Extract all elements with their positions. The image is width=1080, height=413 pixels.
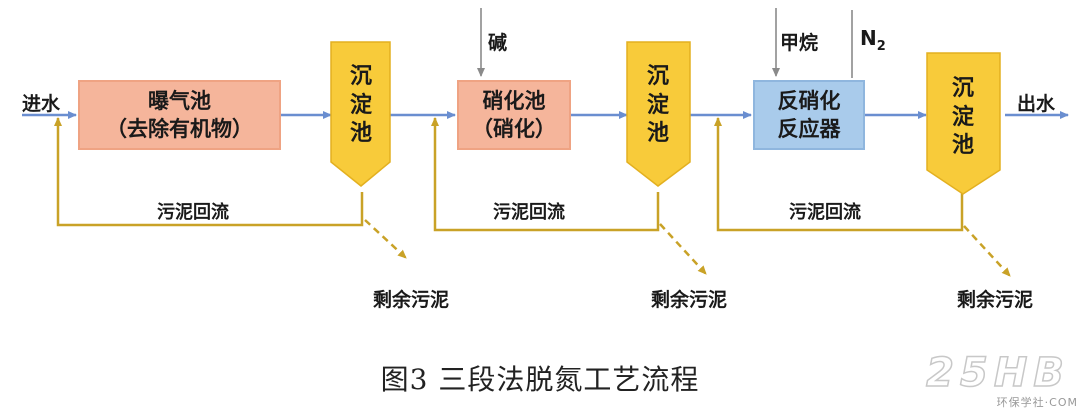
watermark-sub: 环保学社·COM [996,396,1078,409]
alkali-label: 碱 [488,32,508,54]
clarifier-3-label: 沉 淀 池 [951,76,974,159]
clarifier-1-shape [330,41,391,187]
clarifier-2-label: 沉 淀 池 [646,64,669,147]
watermark-logo: 25HB 环保学社·COM [918,349,1078,410]
inlet-label: 进水 [22,93,61,115]
excess-sludge-label-2: 剩余污泥 [651,289,728,311]
clarifier-1-label: 沉 淀 池 [349,64,372,147]
aeration-tank: 曝气池 （去除有机物） [78,80,281,150]
nitrification-tank-name: 硝化池 [482,88,546,113]
excess-sludge-line-3 [963,225,1011,277]
sludge-return-label-2: 污泥回流 [493,202,565,223]
nitrogen-symbol: N [860,26,877,50]
excess-sludge-line-1 [364,219,407,259]
watermark-main: 25HB [925,349,1070,397]
nitrification-tank: 硝化池 （硝化） [457,80,571,150]
excess-sludge-label-3: 剩余污泥 [957,289,1034,311]
clarifier-3-shape [926,52,1001,195]
excess-sludge-label-1: 剩余污泥 [373,289,450,311]
nitrification-tank-purpose: （硝化） [472,117,556,141]
aeration-tank-purpose: （去除有机物） [106,117,253,141]
excess-sludge-line-2 [659,223,707,275]
sludge-return-label-1: 污泥回流 [157,202,229,223]
denitrification-reactor-line2: 反应器 [777,117,841,141]
aeration-tank-name: 曝气池 [148,88,211,113]
denitrification-reactor: 反硝化 反应器 [753,80,865,150]
outlet-label: 出水 [1017,93,1056,115]
sludge-return-line-1 [54,117,364,227]
clarifier-2-shape [626,41,691,187]
denitrification-reactor-line1: 反硝化 [777,88,841,113]
methane-label: 甲烷 [780,32,819,54]
sludge-return-label-3: 污泥回流 [789,202,861,223]
sludge-return-line-3 [714,117,964,232]
nitrogen-subscript: 2 [876,39,886,54]
figure-caption: 图3 三段法脱氮工艺流程 [380,363,700,396]
nitrogen-label: N2 [860,26,886,54]
sludge-return-line-2 [431,117,660,232]
